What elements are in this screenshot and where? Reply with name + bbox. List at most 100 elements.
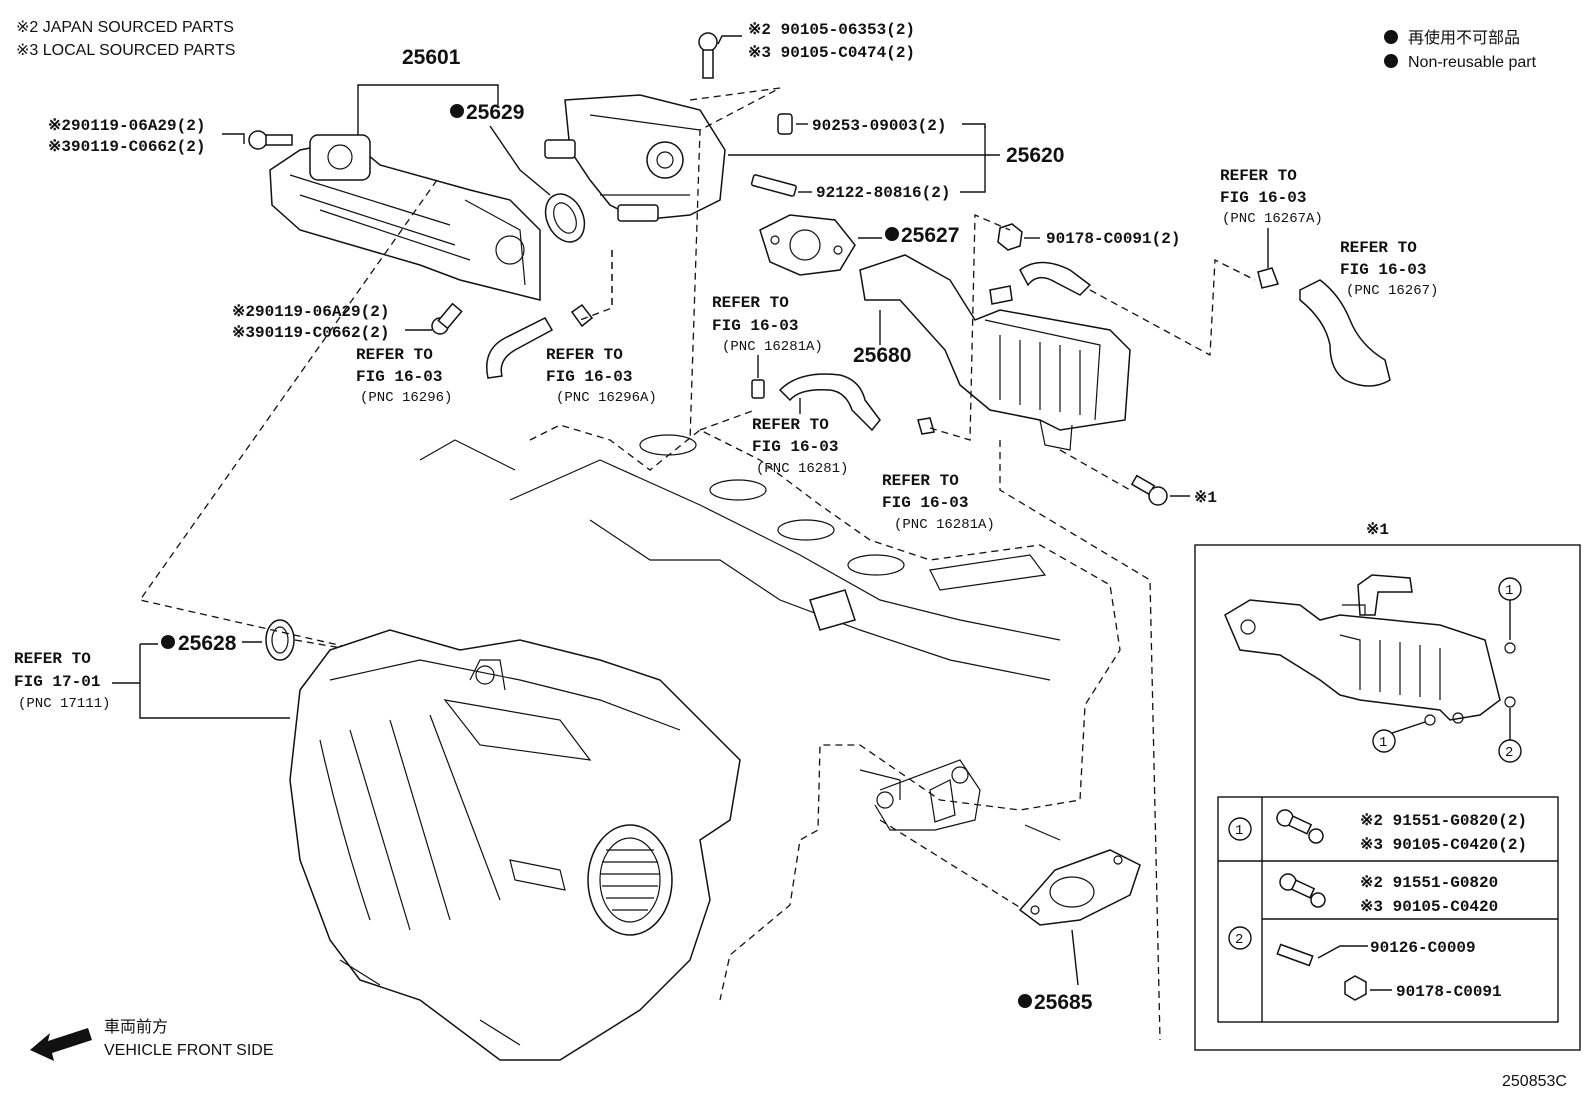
ref-16267a-line1: REFER TO xyxy=(1220,167,1297,185)
front-arrow-icon xyxy=(30,1028,92,1061)
label-ref-mark-1: ※1 xyxy=(1194,489,1217,507)
label-bolt-top-3: ※3 90105-C0474(2) xyxy=(748,44,915,62)
detail-circle-2: 2 xyxy=(1505,745,1513,761)
detail-frame xyxy=(1194,544,1581,1051)
illustration-code: 250853C xyxy=(1502,1073,1567,1090)
hose-16296 xyxy=(486,303,594,379)
row1-part-a: ※2 91551-G0820(2) xyxy=(1360,812,1527,830)
part-number-25629: 25629 xyxy=(466,101,524,124)
nut-90178: 90178-C0091(2) xyxy=(997,223,1180,251)
non-reusable-dot-icon xyxy=(161,635,175,649)
ref-pnc-17111: REFER TO FIG 17-01 (PNC 17111) xyxy=(14,644,290,719)
egr-cooler-25680: 25680 xyxy=(853,254,1131,451)
ref-pnc-16267a: REFER TO FIG 16-03 (PNC 16267A) xyxy=(1220,167,1323,268)
stud-90253: 90253-09003(2) xyxy=(777,113,986,135)
row2-part-b: ※3 90105-C0420 xyxy=(1360,898,1498,916)
detail-title: ※1 xyxy=(1366,521,1389,539)
ref-16281-line2: FIG 16-03 xyxy=(752,438,838,456)
ref-16281a-top-line3: (PNC 16281A) xyxy=(722,339,823,355)
fastener-table xyxy=(1217,796,1559,1023)
engine-head-outline xyxy=(419,424,1121,1001)
stud-92122: 92122-80816(2) xyxy=(750,174,950,202)
legend-en: Non-reusable part xyxy=(1408,54,1537,71)
vehicle-front-indicator: 車両前方 VEHICLE FRONT SIDE xyxy=(30,1018,274,1061)
ref-16281a-top-line1: REFER TO xyxy=(712,294,789,312)
non-reusable-dot-icon xyxy=(885,227,899,241)
part-number-25628: 25628 xyxy=(178,632,237,655)
label-stud-90253: 90253-09003(2) xyxy=(812,117,946,135)
legend-jp: 再使用不可部品 xyxy=(1408,29,1520,47)
non-reusable-dot-icon xyxy=(1018,994,1032,1008)
detail-box-ref1: ※1 1 1 2 1 ※2 91551-G0820(2) ※3 90 xyxy=(1194,521,1581,1051)
label-nut-90178: 90178-C0091(2) xyxy=(1046,230,1180,248)
ref-pnc-16281: REFER TO FIG 16-03 (PNC 16281) xyxy=(752,398,848,477)
ref-16281-line1: REFER TO xyxy=(752,416,829,434)
row2-part-c: 90126-C0009 xyxy=(1370,939,1476,957)
detail-circle-1-top: 1 xyxy=(1505,583,1513,599)
part-number-25685: 25685 xyxy=(1034,991,1093,1014)
hose-16267 xyxy=(1257,267,1391,387)
non-reusable-dot-icon xyxy=(1384,54,1398,68)
ref-16267-line3: (PNC 16267) xyxy=(1346,283,1438,299)
ref-pnc-16281a-bottom: REFER TO FIG 16-03 (PNC 16281A) xyxy=(882,472,995,533)
cooler-bolt-ref1: ※1 xyxy=(1130,474,1217,507)
label-bolt-top-2: ※2 90105-06353(2) xyxy=(748,21,915,39)
ref-pnc-16296a: REFER TO FIG 16-03 (PNC 16296A) xyxy=(546,346,657,406)
ref-16267a-line2: FIG 16-03 xyxy=(1220,189,1306,207)
ref-16267a-line3: (PNC 16267A) xyxy=(1222,211,1323,227)
ref-16296-line3: (PNC 16296) xyxy=(360,390,452,406)
ref-16281-line3: (PNC 16281) xyxy=(756,461,848,477)
ref-16281a-bot-line1: REFER TO xyxy=(882,472,959,490)
ref-16281a-top-line2: FIG 16-03 xyxy=(712,317,798,335)
row2-part-a: ※2 91551-G0820 xyxy=(1360,874,1498,892)
ref-16296a-line1: REFER TO xyxy=(546,346,623,364)
ref-16296-line1: REFER TO xyxy=(356,346,433,364)
gasket-25627: 25627 xyxy=(759,214,959,276)
ref-16281a-bot-line2: FIG 16-03 xyxy=(882,494,968,512)
bolt-egr-valve-top: ※2 90105-06353(2) ※3 90105-C0474(2) xyxy=(698,21,915,79)
ref-16267-line1: REFER TO xyxy=(1340,239,1417,257)
intake-manifold xyxy=(289,629,741,1061)
label-bolt-left-b2: ※290119-06A29(2) xyxy=(232,303,389,321)
gasket-25685: 25685 xyxy=(1018,849,1141,1014)
row2-number: 2 xyxy=(1235,932,1243,948)
ref-17111-line1: REFER TO xyxy=(14,650,91,668)
row2-part-d: 90178-C0091 xyxy=(1396,983,1502,1001)
part-number-25620: 25620 xyxy=(1006,144,1064,167)
note-local-parts: ※3 LOCAL SOURCED PARTS xyxy=(16,42,235,59)
label-bolt-left-a2: ※290119-06A29(2) xyxy=(48,117,205,135)
bolt-upper-left: ※290119-06A29(2) ※390119-C0662(2) xyxy=(48,117,293,156)
label-bolt-left-b3: ※390119-C0662(2) xyxy=(232,324,389,342)
ref-pnc-16296: REFER TO FIG 16-03 (PNC 16296) xyxy=(356,346,452,406)
front-jp: 車両前方 xyxy=(104,1018,168,1036)
part-number-25680: 25680 xyxy=(853,344,911,367)
part-number-25627: 25627 xyxy=(901,224,959,247)
hose-16281 xyxy=(751,373,935,435)
gasket-25628: 25628 xyxy=(140,619,295,661)
detail-circle-1-bottom: 1 xyxy=(1379,735,1387,751)
egr-valve-25620: 25620 xyxy=(544,94,1064,222)
non-reusable-dot-icon xyxy=(450,104,464,118)
ref-16267-line2: FIG 16-03 xyxy=(1340,261,1426,279)
ref-16296-line2: FIG 16-03 xyxy=(356,368,442,386)
non-reusable-dot-icon xyxy=(1384,30,1398,44)
note-japan-parts: ※2 JAPAN SOURCED PARTS xyxy=(16,19,234,36)
label-stud-92122: 92122-80816(2) xyxy=(816,184,950,202)
ref-16281a-bot-line3: (PNC 16281A) xyxy=(894,517,995,533)
bolt-lower-left: ※290119-06A29(2) ※390119-C0662(2) xyxy=(232,302,463,342)
ref-16296a-line2: FIG 16-03 xyxy=(546,368,632,386)
ref-17111-line3: (PNC 17111) xyxy=(18,696,110,712)
ref-pnc-16267: REFER TO FIG 16-03 (PNC 16267) xyxy=(1340,239,1438,299)
label-bolt-left-a3: ※390119-C0662(2) xyxy=(48,138,205,156)
egr-pipe-25601: 25601 xyxy=(269,46,541,301)
ref-16296a-line3: (PNC 16296A) xyxy=(556,390,657,406)
ref-17111-line2: FIG 17-01 xyxy=(14,673,100,691)
front-en: VEHICLE FRONT SIDE xyxy=(104,1042,274,1059)
gasket-25629: 25629 xyxy=(450,101,586,243)
legend: 再使用不可部品 Non-reusable part xyxy=(1384,29,1537,71)
ref-pnc-16281a-top: REFER TO FIG 16-03 (PNC 16281A) xyxy=(712,294,823,378)
part-number-25601: 25601 xyxy=(402,46,461,69)
row1-part-b: ※3 90105-C0420(2) xyxy=(1360,836,1527,854)
row1-number: 1 xyxy=(1235,823,1243,839)
